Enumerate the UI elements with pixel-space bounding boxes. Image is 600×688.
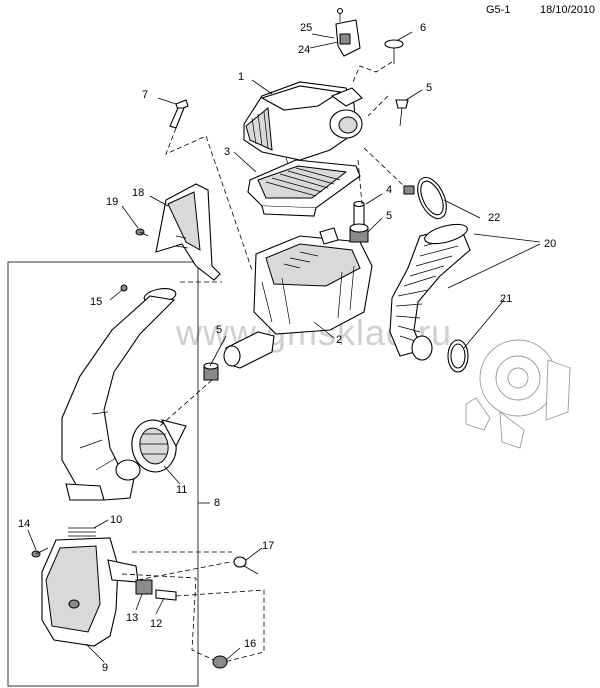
callout-23: 22 bbox=[488, 212, 501, 224]
callout-17: 16 bbox=[244, 638, 257, 650]
callout-10: 9 bbox=[102, 662, 109, 674]
callout-14: 13 bbox=[126, 612, 139, 624]
part-23-hose-clamp bbox=[403, 176, 447, 220]
callout-25: 25 bbox=[300, 22, 313, 34]
callout-5-lower: 5 bbox=[216, 324, 223, 336]
callout-20: 19 bbox=[106, 196, 119, 208]
callout-21: 20 bbox=[544, 238, 557, 250]
assembly-9-frame bbox=[7, 261, 199, 687]
part-18-bolt bbox=[233, 556, 259, 575]
callout-2: 2 bbox=[336, 334, 343, 346]
part-17-nut bbox=[212, 655, 228, 669]
part-25-screw bbox=[336, 7, 344, 22]
part-14-grommet bbox=[135, 579, 153, 595]
part-5-grommet-upper bbox=[349, 223, 369, 243]
turbocharger-reference bbox=[465, 339, 571, 449]
part-1-cleaner-cover bbox=[243, 81, 363, 167]
part-15-screw bbox=[31, 547, 49, 558]
callout-1: 1 bbox=[238, 71, 245, 83]
part-5-grommet-lower bbox=[203, 362, 219, 381]
part-10-resonator-box bbox=[41, 537, 139, 647]
part-8-stud bbox=[169, 99, 189, 129]
callout-4: 4 bbox=[386, 184, 393, 196]
callout-15: 14 bbox=[18, 518, 31, 530]
diagram-code: G5-1 bbox=[486, 4, 511, 16]
part-21-intake-duct bbox=[389, 223, 471, 361]
callout-22: 21 bbox=[500, 293, 513, 305]
part-2-cleaner-housing bbox=[223, 227, 373, 369]
part-7-bolt bbox=[384, 39, 404, 64]
dashed-assembly-lines bbox=[121, 61, 405, 663]
part-6-screw bbox=[395, 99, 409, 127]
part-20-screw bbox=[135, 228, 149, 237]
callout-16: 15 bbox=[90, 296, 103, 308]
part-3-filter-element bbox=[247, 159, 361, 217]
callout-5-upper: 5 bbox=[386, 210, 393, 222]
callout-8: 7 bbox=[142, 89, 149, 101]
diagram-date: 18/10/2010 bbox=[540, 4, 596, 16]
callout-7: 6 bbox=[420, 22, 427, 34]
callout-24: 24 bbox=[298, 44, 311, 56]
part-4-spacer bbox=[353, 200, 365, 227]
part-19-bracket bbox=[155, 183, 221, 281]
part-24-maf-sensor bbox=[335, 19, 361, 57]
part-11-spring-clip bbox=[68, 527, 96, 541]
callout-3: 3 bbox=[224, 146, 231, 158]
callout-13: 12 bbox=[150, 618, 163, 630]
callout-11: 10 bbox=[110, 514, 123, 526]
part-9-intake-pipe bbox=[61, 295, 176, 501]
callout-18: 17 bbox=[262, 540, 275, 552]
callout-12: 11 bbox=[176, 484, 188, 496]
part-12-resonator bbox=[131, 419, 187, 473]
callout-6: 5 bbox=[426, 82, 433, 94]
part-13-pin bbox=[155, 589, 177, 601]
callout-19: 18 bbox=[132, 187, 145, 199]
part-22-hose-clamp bbox=[447, 339, 469, 373]
callout-9: 8 bbox=[214, 497, 221, 509]
leader-lines bbox=[27, 31, 541, 663]
